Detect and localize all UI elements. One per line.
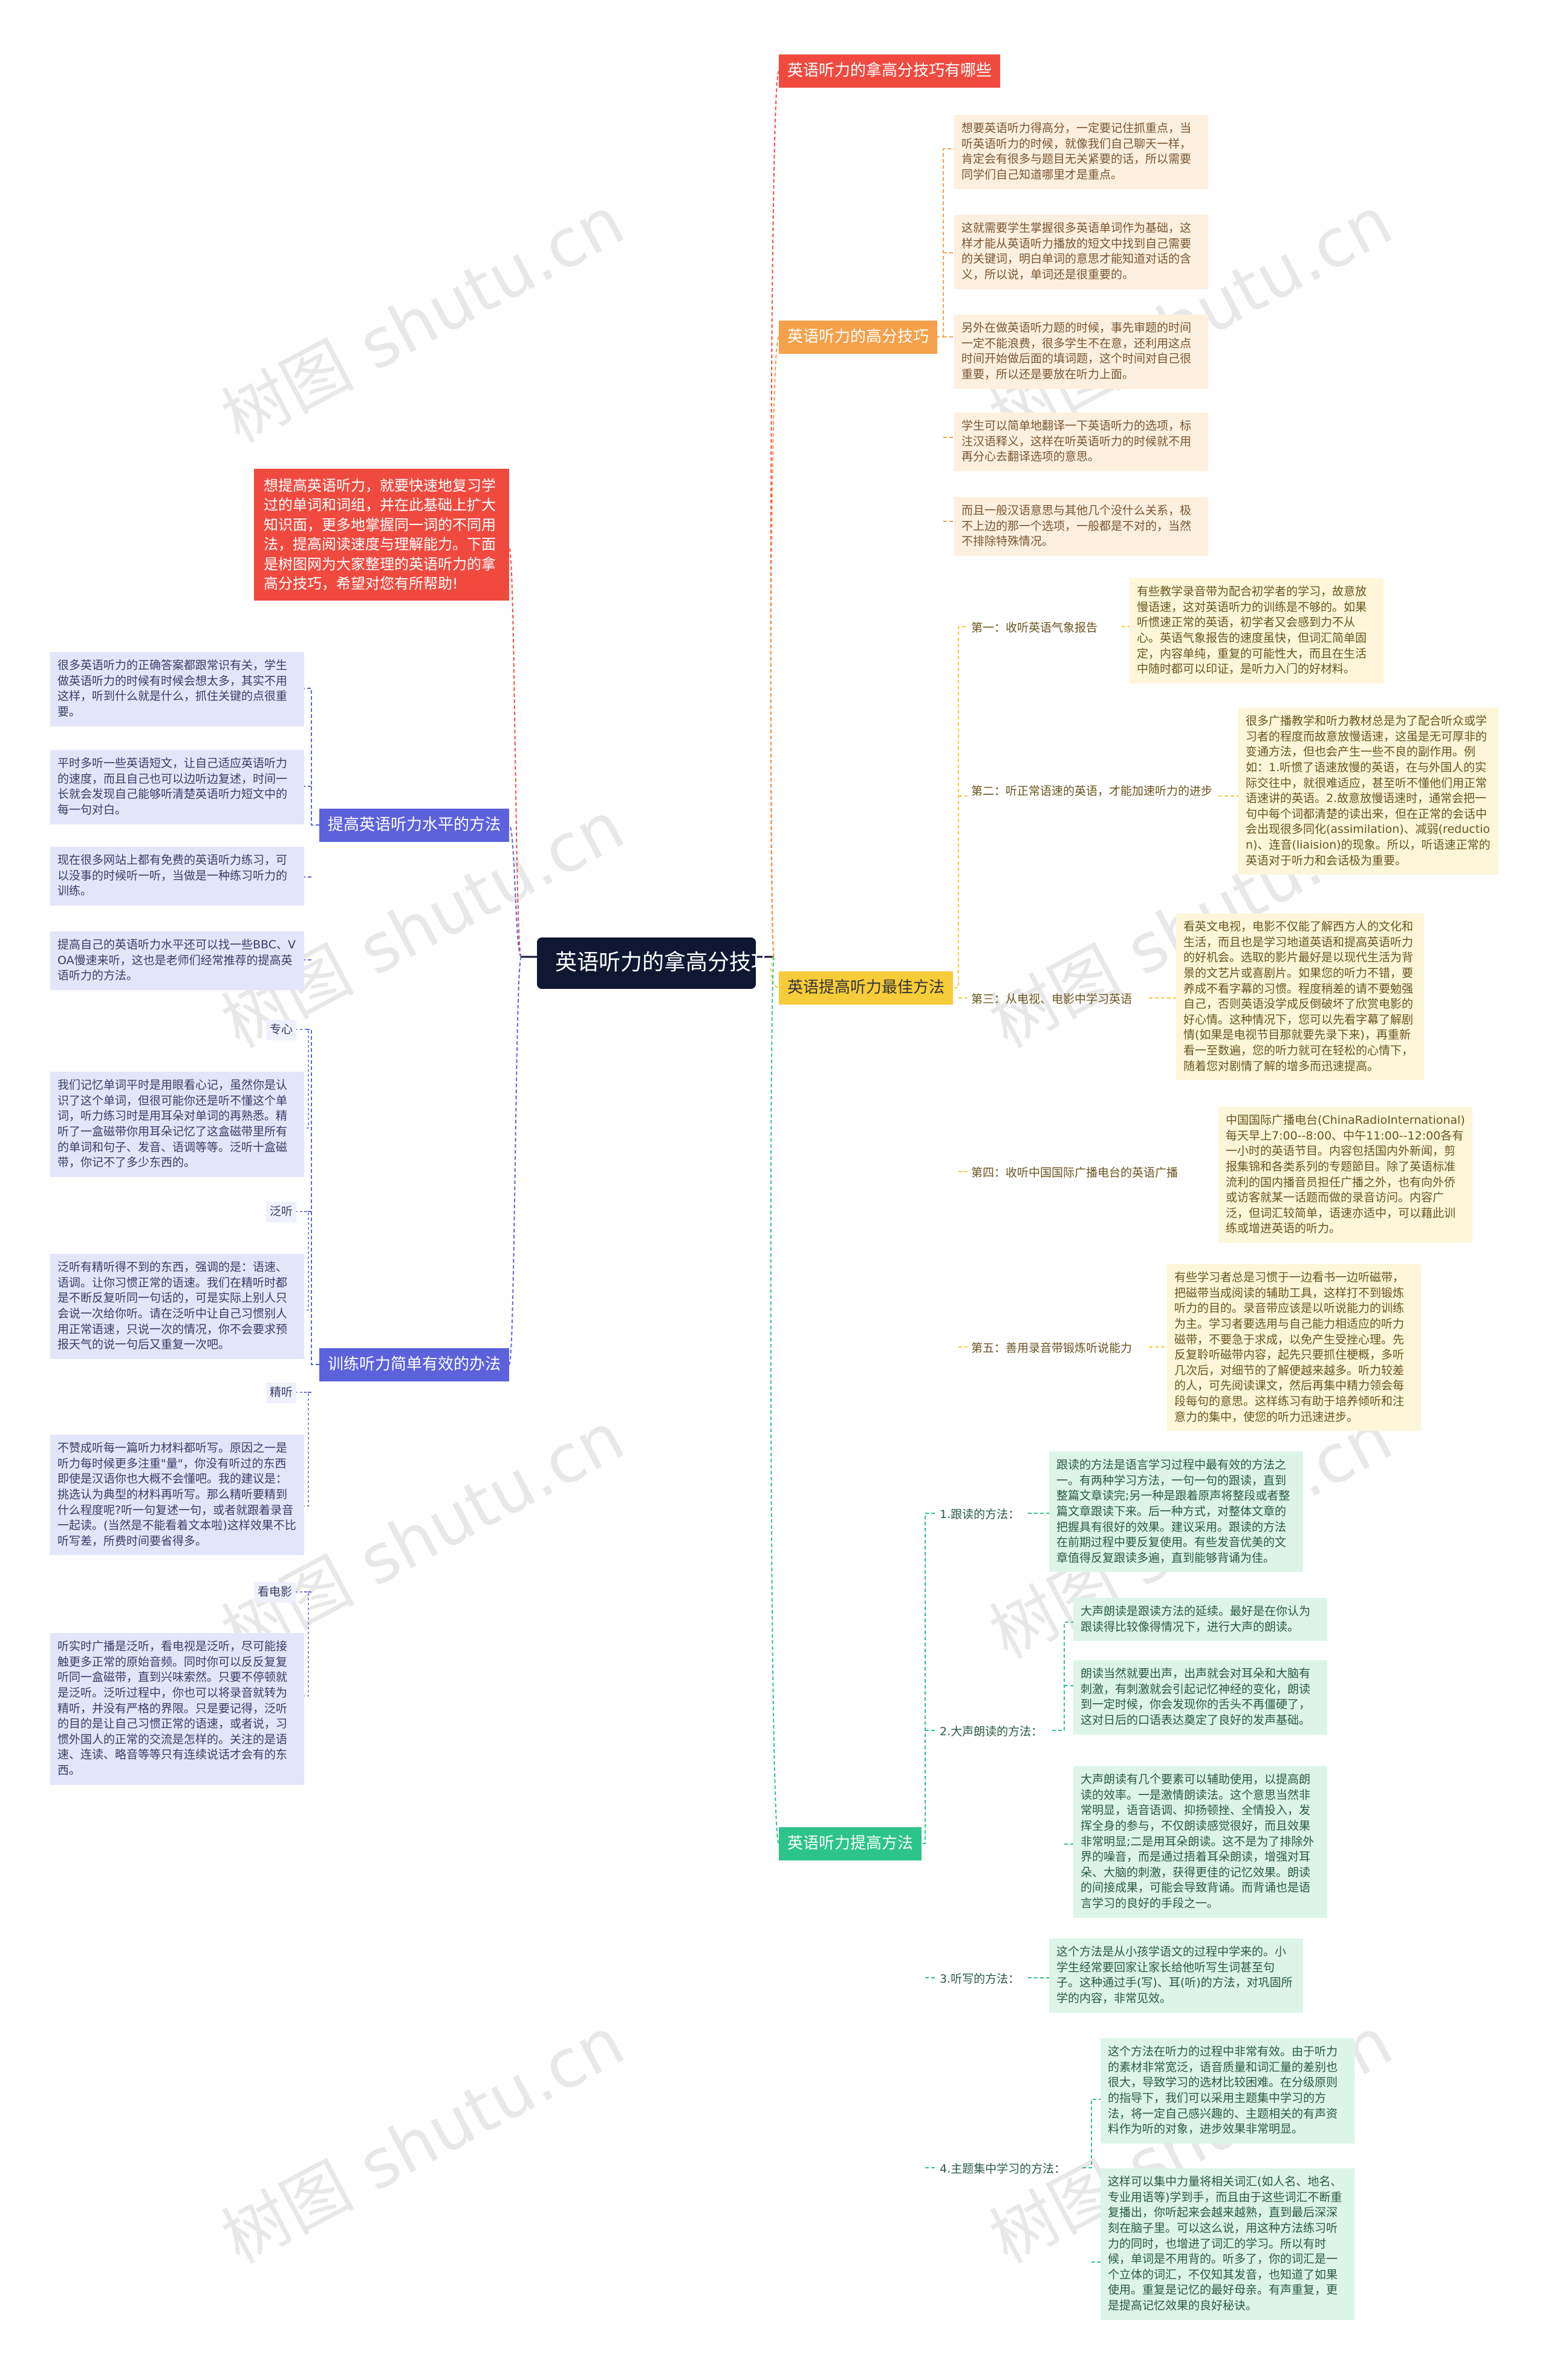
sub-shadowing[interactable]: 1.跟读的方法： bbox=[940, 1508, 1020, 1521]
leaf-topic-focus-1: 这个方法在听力的过程中非常有效。由于听力的素材非常宽泛，语音质量和词汇量的差别也… bbox=[1101, 2038, 1354, 2144]
sub-dictation[interactable]: 3.听写的方法： bbox=[940, 1972, 1020, 1986]
branch-tips-overview[interactable]: 英语听力的拿高分技巧有哪些 bbox=[779, 54, 1001, 88]
watermark: 树图 shutu.cn bbox=[210, 2003, 636, 2278]
leaf-weather-report: 有些教学录音带为配合初学者的学习，故意放慢语速，这对英语听力的训练是不够的。如果… bbox=[1130, 578, 1384, 683]
leaf-intensive: 不赞成听每一篇听力材料都听写。原因之一是听力每时候更多注重"量"，你没有听过的东… bbox=[50, 1435, 304, 1556]
sub-focus[interactable]: 专心 bbox=[266, 1020, 297, 1040]
leaf-common-sense: 很多英语听力的正确答案都跟常识有关，学生做英语听力的时候有时候会想太多，其实不用… bbox=[50, 652, 304, 726]
leaf-extensive: 泛听有精听得不到的东西，强调的是：语速、语调。让你习惯正常的语速。我们在精听时都… bbox=[50, 1254, 304, 1359]
leaf-tip-exclude: 而且一般汉语意思与其他几个没什么关系，极不上边的那一个选项，一般都是不对的，当然… bbox=[954, 497, 1208, 556]
leaf-tip-translate: 学生可以简单地翻译一下英语听力的选项，标注汉语释义，这样在听英语听力的时候就不用… bbox=[954, 412, 1208, 471]
sub-cri-radio[interactable]: 第四：收听中国国际广播电台的英语广播 bbox=[971, 1166, 1179, 1179]
leaf-read-aloud-1: 大声朗读是跟读方法的延续。最好是在你认为跟读得比较像得情况下，进行大声的朗读。 bbox=[1073, 1598, 1327, 1642]
branch-improve-methods[interactable]: 英语听力提高方法 bbox=[779, 1827, 922, 1861]
leaf-normal-speed: 很多广播教学和听力教材总是为了配合听众或学习者的程度而故意放慢语速，这虽是无可厚… bbox=[1238, 708, 1498, 875]
intro-summary[interactable]: 想提高英语听力，就要快速地复习学过的单词和词组，并在此基础上扩大知识面，更多地掌… bbox=[254, 469, 509, 601]
leaf-listen-short: 平时多听一些英语短文，让自己适应英语听力的速度，而且自己也可以边听边复述，时间一… bbox=[50, 750, 304, 824]
leaf-tip-focus: 想要英语听力得高分，一定要记住抓重点，当听英语听力的时候，就像我们自己聊天一样，… bbox=[954, 115, 1208, 189]
sub-normal-speed[interactable]: 第二：听正常语速的英语，才能加速听力的进步 bbox=[971, 784, 1213, 798]
leaf-focus: 我们记忆单词平时是用眼看心记，虽然你是认识了这个单词，但很可能你还是听不懂这个单… bbox=[50, 1072, 304, 1177]
sub-read-aloud[interactable]: 2.大声朗读的方法： bbox=[940, 1725, 1043, 1738]
leaf-tip-vocabulary: 这就需要学生掌握很多英语单词作为基础，这样才能从英语听力播放的短文中找到自己需要… bbox=[954, 215, 1208, 289]
root-topic[interactable]: 英语听力的拿高分技巧 bbox=[537, 937, 773, 989]
leaf-shadowing: 跟读的方法是语言学习过程中最有效的方法之一。有两种学习方法，一句一句的跟读，直到… bbox=[1049, 1452, 1303, 1573]
leaf-cri-radio: 中国国际广播电台(ChinaRadioInternational)每天早上7:0… bbox=[1218, 1107, 1472, 1244]
leaf-tapes: 有些学习者总是习惯于一边看书一边听磁带，把磁带当成阅读的辅助工具，这样打不到锻炼… bbox=[1167, 1264, 1421, 1432]
leaf-bbc-voa: 提高自己的英语听力水平还可以找一些BBC、VOA慢速来听，这也是老师们经常推荐的… bbox=[50, 931, 304, 990]
leaf-tv-movies: 看英文电视，电影不仅能了解西方人的文化和生活，而且也是学习地道英语和提高英语听力… bbox=[1176, 913, 1424, 1081]
leaf-free-websites: 现在很多网站上都有免费的英语听力练习，可以没事的时候听一听，当做是一种练习听力的… bbox=[50, 847, 304, 905]
sub-intensive[interactable]: 精听 bbox=[266, 1383, 297, 1403]
leaf-dictation: 这个方法是从小孩学语文的过程中学来的。小学生经常要回家让家长给他听写生词甚至句子… bbox=[1049, 1938, 1303, 2013]
branch-improve-level[interactable]: 提高英语听力水平的方法 bbox=[319, 809, 510, 843]
sub-movies[interactable]: 看电影 bbox=[254, 1582, 296, 1603]
leaf-movies: 听实时广播是泛听，看电视是泛听，尽可能接触更多正常的原始音频。同时你可以反反复复… bbox=[50, 1633, 304, 1785]
sub-tv-movies[interactable]: 第三：从电视、电影中学习英语 bbox=[971, 993, 1133, 1006]
leaf-topic-focus-2: 这样可以集中力量将相关词汇(如人名、地名、专业用语等)学到手，而且由于这些词汇不… bbox=[1101, 2168, 1354, 2320]
sub-topic-focus[interactable]: 4.主题集中学习的方法： bbox=[940, 2162, 1066, 2176]
watermark: 树图 shutu.cn bbox=[210, 182, 636, 458]
leaf-read-aloud-3: 大声朗读有几个要素可以辅助使用，以提高朗读的效率。一是激情朗读法。这个意思当然非… bbox=[1073, 1766, 1327, 1918]
leaf-read-aloud-2: 朗读当然就要出声，出声就会对耳朵和大脑有刺激，有刺激就会引起记忆神经的变化，朗读… bbox=[1073, 1660, 1327, 1735]
branch-high-score-tips[interactable]: 英语听力的高分技巧 bbox=[779, 321, 938, 354]
leaf-tip-preview: 另外在做英语听力题的时候，事先审题的时间一定不能浪费，很多学生不在意，还利用这点… bbox=[954, 315, 1208, 389]
branch-best-methods[interactable]: 英语提高听力最佳方法 bbox=[779, 971, 954, 1005]
sub-extensive[interactable]: 泛听 bbox=[266, 1202, 297, 1222]
sub-tapes[interactable]: 第五：善用录音带锻炼听说能力 bbox=[971, 1342, 1133, 1355]
branch-training-methods[interactable]: 训练听力简单有效的办法 bbox=[319, 1348, 510, 1382]
sub-weather-report[interactable]: 第一：收听英语气象报告 bbox=[971, 621, 1098, 634]
